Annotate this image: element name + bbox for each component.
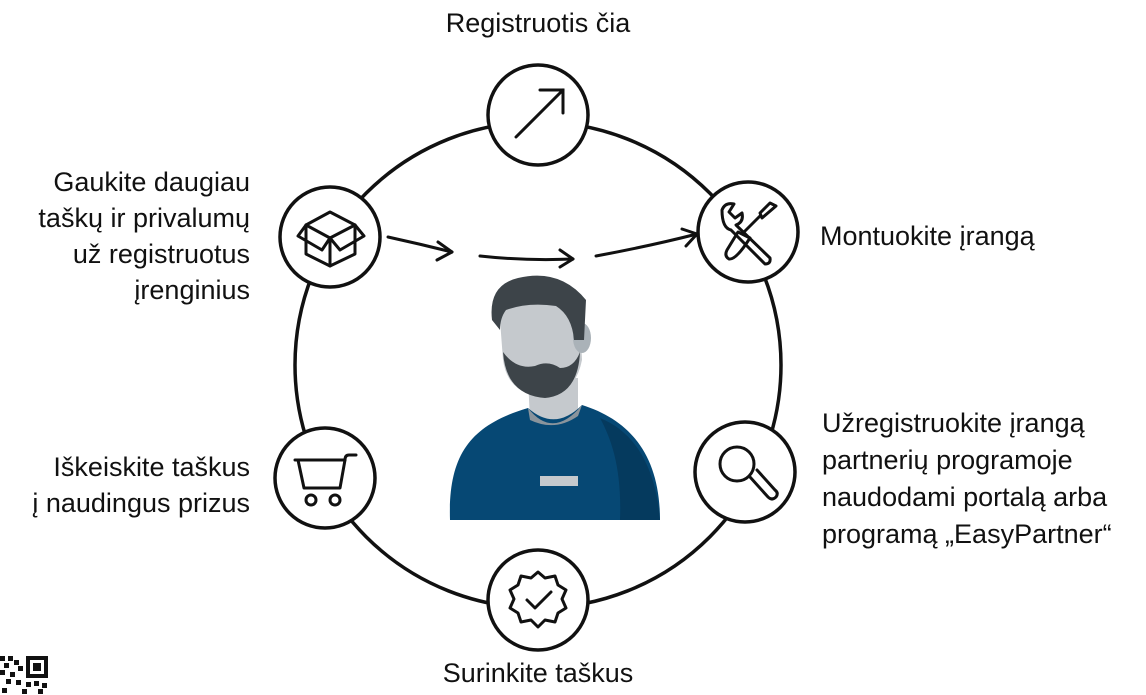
- arrow-up-right-icon: [514, 88, 565, 139]
- register-equipment-line: Užregistruokite įrangą: [822, 408, 1085, 438]
- register-label: Registruotis čia: [445, 8, 631, 38]
- installer-person-icon: [449, 275, 660, 520]
- register-equipment-label: Užregistruokite įrangą partnerių program…: [822, 405, 1112, 553]
- exchange-points-line: Iškeiskite taškus: [53, 452, 250, 482]
- get-more-label: Gaukite daugiau taškų ir privalumų už re…: [0, 164, 250, 308]
- collect-points-label: Surinkite taškus: [442, 658, 634, 688]
- box-icon: [296, 210, 366, 268]
- shopping-cart-icon: [293, 453, 358, 507]
- exchange-points-label: Iškeiskite taškus į naudingus prizus: [0, 449, 250, 521]
- qr-code-icon: [0, 656, 48, 694]
- tools-icon: [720, 201, 778, 266]
- install-node: [696, 180, 800, 284]
- register-equipment-node: [693, 420, 797, 524]
- register-equipment-line: naudodami portalą arba: [822, 482, 1108, 512]
- exchange-points-node: [273, 426, 377, 530]
- magnifier-icon: [718, 445, 779, 501]
- get-more-line: taškų ir privalumų: [38, 203, 250, 233]
- get-more-line: už registruotus: [72, 239, 250, 269]
- register-equipment-line: partnerių programoje: [822, 445, 1073, 475]
- register-node: [486, 63, 590, 167]
- get-more-line: Gaukite daugiau: [53, 167, 250, 197]
- exchange-points-line: į naudingus prizus: [32, 488, 250, 518]
- flow-arrows: [386, 227, 699, 269]
- get-more-line: įrenginius: [134, 275, 250, 305]
- collect-points-node: [486, 548, 590, 652]
- install-label: Montuokite įrangą: [820, 221, 1035, 251]
- get-more-node: [278, 185, 382, 289]
- register-equipment-line: programą „EasyPartner“: [822, 519, 1112, 549]
- verified-badge-icon: [508, 570, 568, 629]
